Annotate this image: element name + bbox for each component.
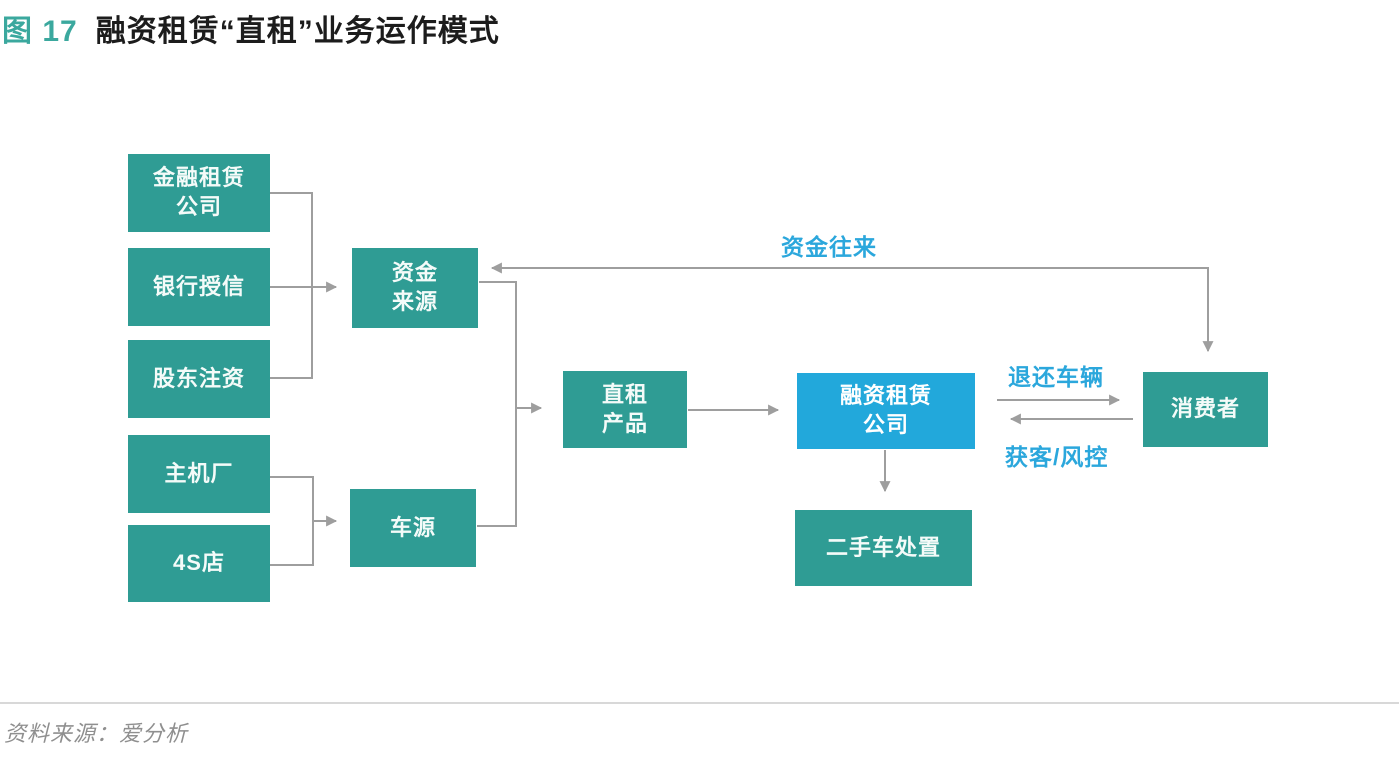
box-finance-lease-company: 融资租赁 公司: [797, 373, 975, 449]
box-funding-source: 资金 来源: [352, 248, 478, 328]
box-financial-leasing-company-source: 金融租赁 公司: [128, 154, 270, 232]
box-oem: 主机厂: [128, 435, 270, 513]
box-car-source: 车源: [350, 489, 476, 567]
figure-title: 图 17 融资租赁“直租”业务运作模式: [2, 6, 500, 50]
connector-funding-group-bracket: [270, 192, 313, 379]
box-direct-lease-product: 直租 产品: [563, 371, 687, 448]
box-consumer: 消费者: [1143, 372, 1268, 447]
footer-divider: [0, 702, 1399, 704]
label-customer-risk: 获客/风控: [1005, 444, 1109, 470]
label-return-vehicle: 退还车辆: [1008, 364, 1104, 390]
box-bank-credit: 银行授信: [128, 248, 270, 326]
label-funds-flow: 资金往来: [781, 234, 877, 260]
box-used-car-disposal: 二手车处置: [795, 510, 972, 586]
source-note: 资料来源：爱分析: [4, 721, 189, 746]
connector-funds-flow-arrow: [490, 262, 1214, 353]
box-4s-store: 4S店: [128, 525, 270, 602]
figure-number: 图 17: [2, 15, 78, 48]
box-shareholder-investment: 股东注资: [128, 340, 270, 418]
connector-car-group-bracket: [270, 476, 314, 566]
connector-middle-bracket: [477, 281, 517, 527]
figure-title-text: 融资租赁“直租”业务运作模式: [95, 15, 500, 48]
